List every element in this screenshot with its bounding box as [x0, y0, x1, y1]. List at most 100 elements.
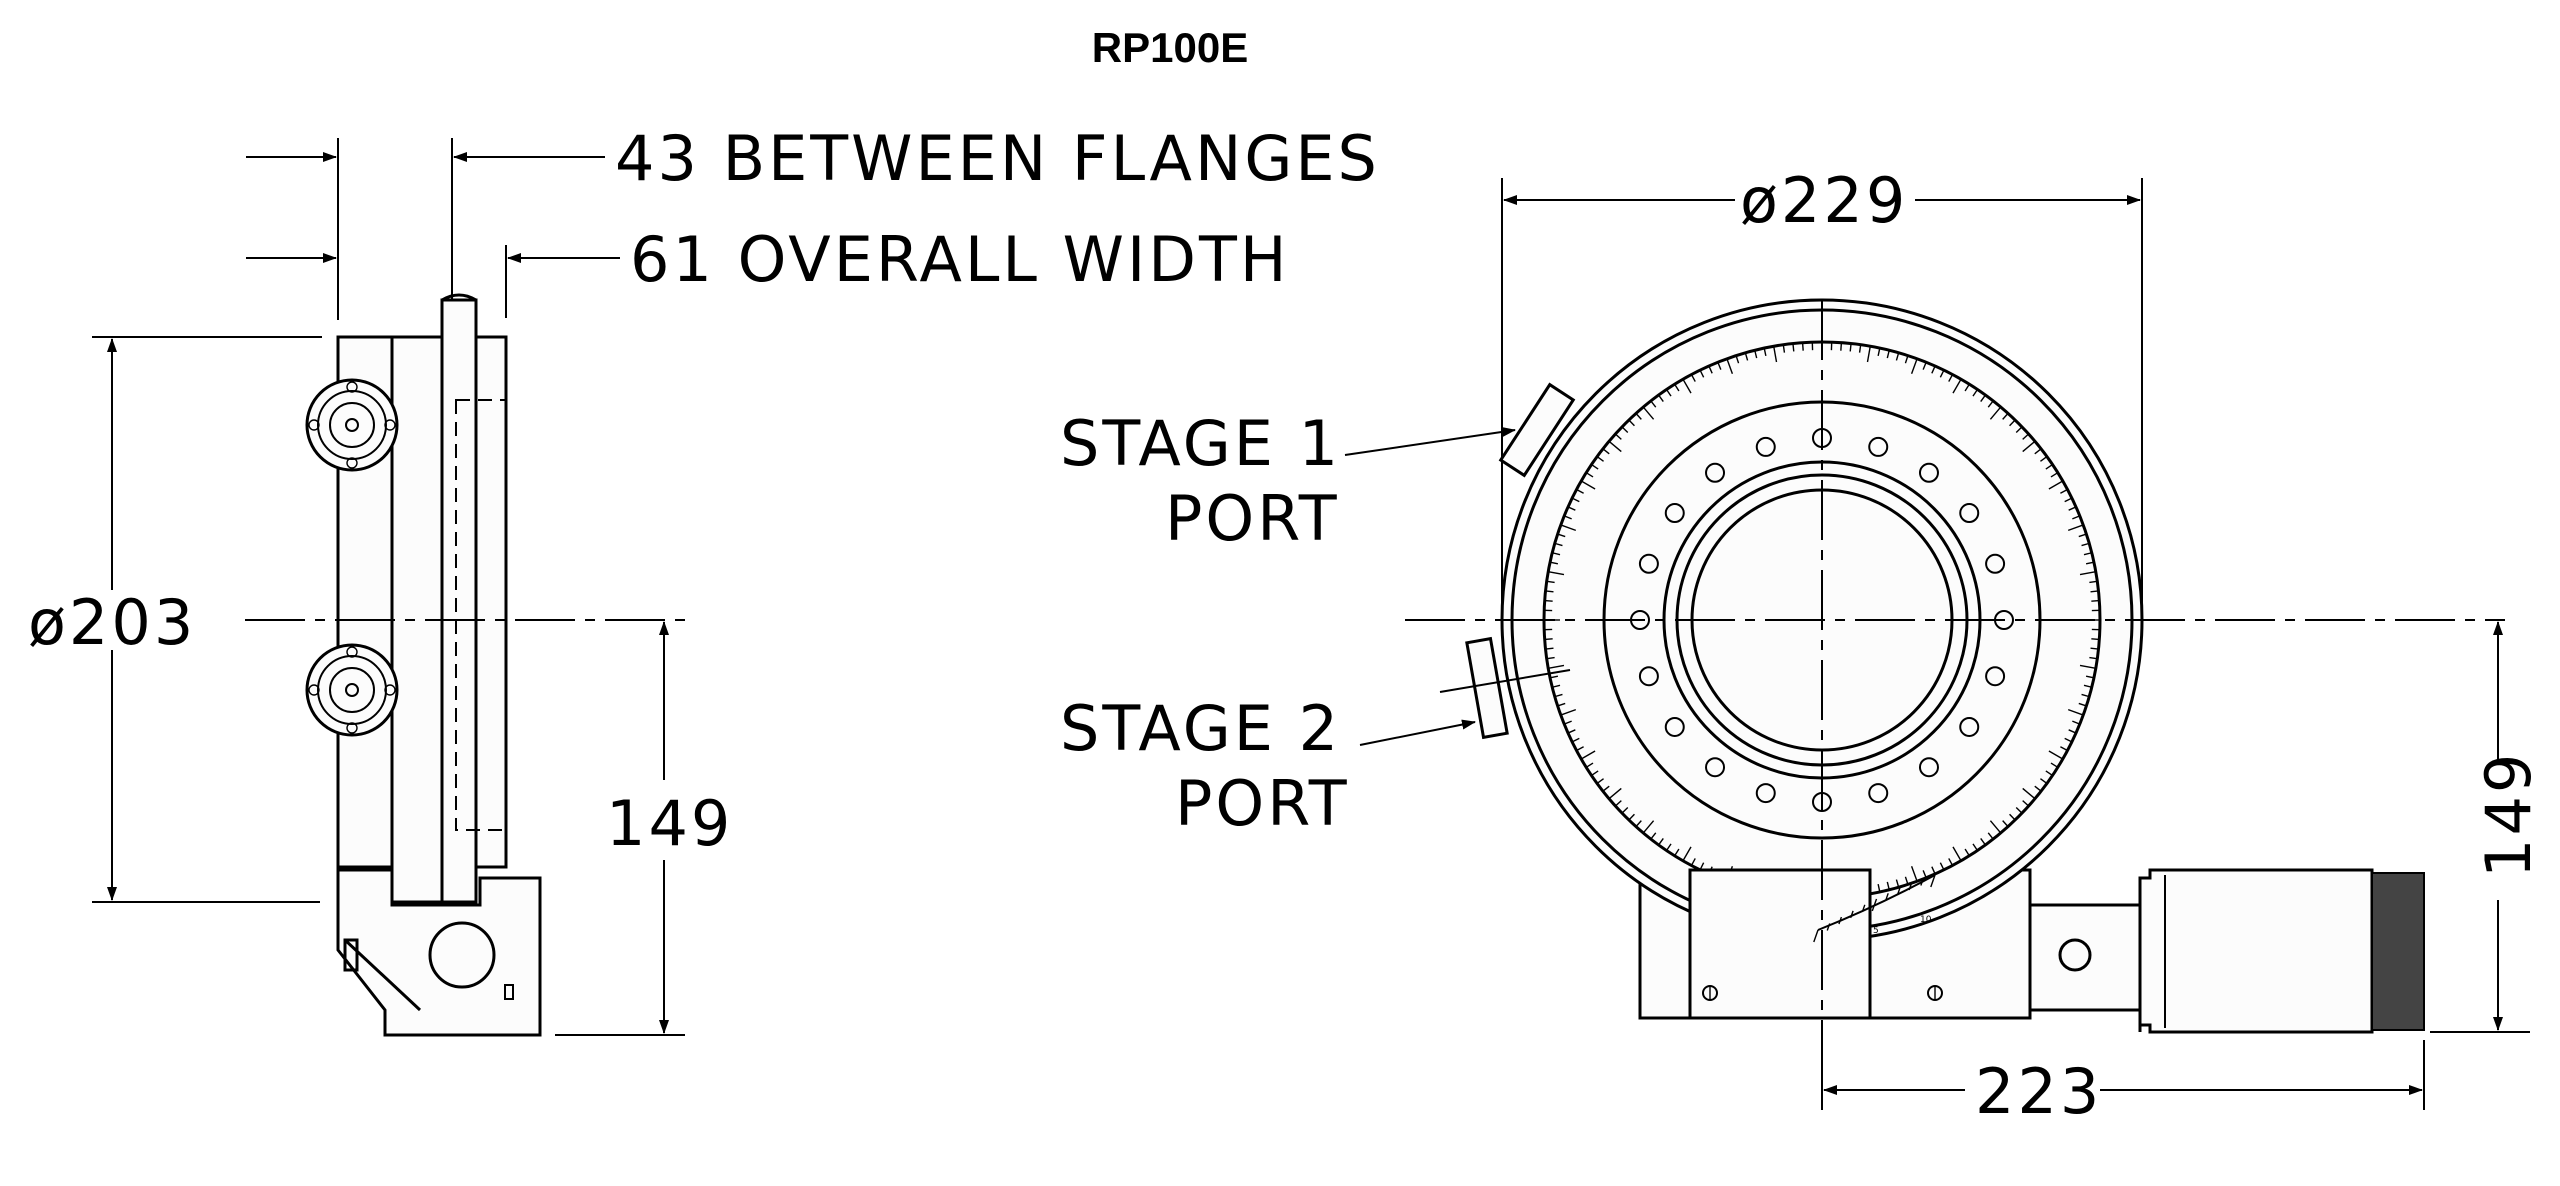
scale-tick — [1674, 383, 1680, 392]
scale-tick — [1726, 358, 1734, 375]
scale-tick — [1886, 881, 1890, 890]
stage2-port-fitting-side — [305, 643, 399, 737]
motor-arm — [2028, 903, 2142, 1012]
scale-tick — [2067, 708, 2084, 716]
scale-tick — [1557, 702, 1566, 707]
scale-tick — [2083, 684, 2092, 688]
scale-tick — [1580, 480, 1596, 490]
scale-tick — [1642, 820, 1655, 834]
scale-tick — [2022, 787, 2036, 800]
stage1-port-fitting — [1498, 382, 1576, 478]
scale-tick — [2048, 480, 2064, 490]
scale-tick — [1658, 838, 1664, 846]
scale-tick — [1554, 693, 1563, 698]
vernier-tick — [1826, 923, 1831, 931]
scale-tick — [2078, 702, 2087, 707]
bolt-hole — [1868, 436, 1889, 457]
scale-tick — [1699, 369, 1705, 378]
scale-tick — [2067, 524, 2084, 532]
motor-body — [2138, 868, 2374, 1034]
scale-tick — [1596, 456, 1604, 462]
scale-tick — [1628, 813, 1635, 821]
scale-tick — [1635, 820, 1642, 828]
scale-tick — [1596, 778, 1604, 784]
scale-tick — [1964, 383, 1970, 392]
scale-tick — [1650, 400, 1657, 408]
drawing-title: RP100E — [1092, 24, 1248, 71]
scale-tick — [1585, 762, 1594, 768]
scale-tick — [1602, 448, 1610, 455]
scale-tick — [1948, 374, 1954, 382]
scale-tick — [1650, 832, 1657, 840]
stage1-port-fitting-side — [305, 378, 399, 472]
bolt-hole — [1918, 462, 1939, 483]
stage2-port-fitting — [1465, 636, 1509, 740]
scale-tick — [2045, 770, 2053, 777]
scale-tick — [1608, 787, 1622, 800]
scale-tick — [1614, 433, 1622, 440]
scale-tick — [1552, 684, 1561, 688]
scale-tick — [1939, 369, 1945, 378]
scale-tick — [2034, 448, 2042, 455]
scale-tick — [2060, 488, 2068, 494]
scale-tick — [1545, 647, 1554, 650]
scale-tick — [1922, 361, 1927, 370]
scale-tick — [2078, 533, 2087, 538]
scale-tick — [1744, 352, 1749, 361]
scale-tick — [2085, 561, 2095, 565]
scale-tick — [2050, 762, 2059, 768]
scale-tick — [1952, 378, 1962, 394]
scale-tick — [2002, 820, 2009, 828]
scale-tick — [1895, 879, 1900, 888]
scale-tick — [1544, 599, 1553, 602]
bolt-hole — [1959, 503, 1980, 524]
vernier-tick — [1871, 898, 1878, 912]
scale-tick — [1628, 419, 1635, 427]
scale-tick — [1546, 580, 1555, 584]
scale-tick — [1560, 524, 1577, 532]
scale-tick — [1682, 846, 1692, 862]
bolt-hole — [1985, 553, 2006, 574]
scale-tick — [1571, 497, 1580, 503]
scale-tick — [1989, 406, 2002, 420]
vernier-tick — [1838, 916, 1843, 925]
scale-tick — [1548, 664, 1565, 669]
scale-tick — [2050, 472, 2059, 478]
scale-tick — [1987, 832, 1994, 840]
bolt-hole — [1705, 757, 1726, 778]
stage1-label-line2: PORT — [1165, 482, 1340, 555]
bolt-hole — [1638, 553, 1659, 574]
dia-229-label: ø229 — [1740, 164, 1908, 237]
scale-tick — [1642, 406, 1655, 420]
scale-tick — [2089, 656, 2098, 660]
scale-tick — [1877, 883, 1881, 893]
scale-tick — [2064, 497, 2073, 503]
front-flange — [440, 298, 478, 904]
scale-tick — [1549, 675, 1559, 679]
between-flanges-label: 43 BETWEEN FLANGES — [615, 122, 1380, 195]
scale-tick — [1545, 590, 1554, 593]
scale-tick — [1576, 488, 1584, 494]
scale-tick — [1980, 394, 1986, 402]
scale-tick — [2022, 440, 2036, 453]
vernier-label-10: 10 — [1920, 915, 1932, 925]
scale-tick — [1665, 843, 1672, 851]
stage1-label-line1: STAGE 1 — [1060, 407, 1341, 480]
scale-tick — [1792, 343, 1795, 352]
dia-203-label: ø203 — [28, 586, 196, 659]
scale-tick — [1690, 374, 1696, 382]
scale-tick — [1591, 770, 1599, 777]
side-view: 43 BETWEEN FLANGES 61 OVERALL WIDTH ø203 — [28, 122, 1380, 1037]
bolt-hole — [1664, 716, 1685, 737]
scale-tick — [1554, 542, 1563, 547]
vernier-tick — [1908, 882, 1913, 891]
vernier-tick — [1930, 874, 1936, 888]
scale-tick — [1571, 737, 1580, 743]
vernier-tick — [1849, 910, 1854, 919]
scale-tick — [2040, 778, 2048, 784]
scale-tick — [1585, 472, 1594, 478]
scale-tick — [1608, 440, 1622, 453]
scale-tick — [1548, 571, 1565, 576]
scale-tick — [1964, 848, 1970, 857]
bolt-hole — [1985, 666, 2006, 687]
